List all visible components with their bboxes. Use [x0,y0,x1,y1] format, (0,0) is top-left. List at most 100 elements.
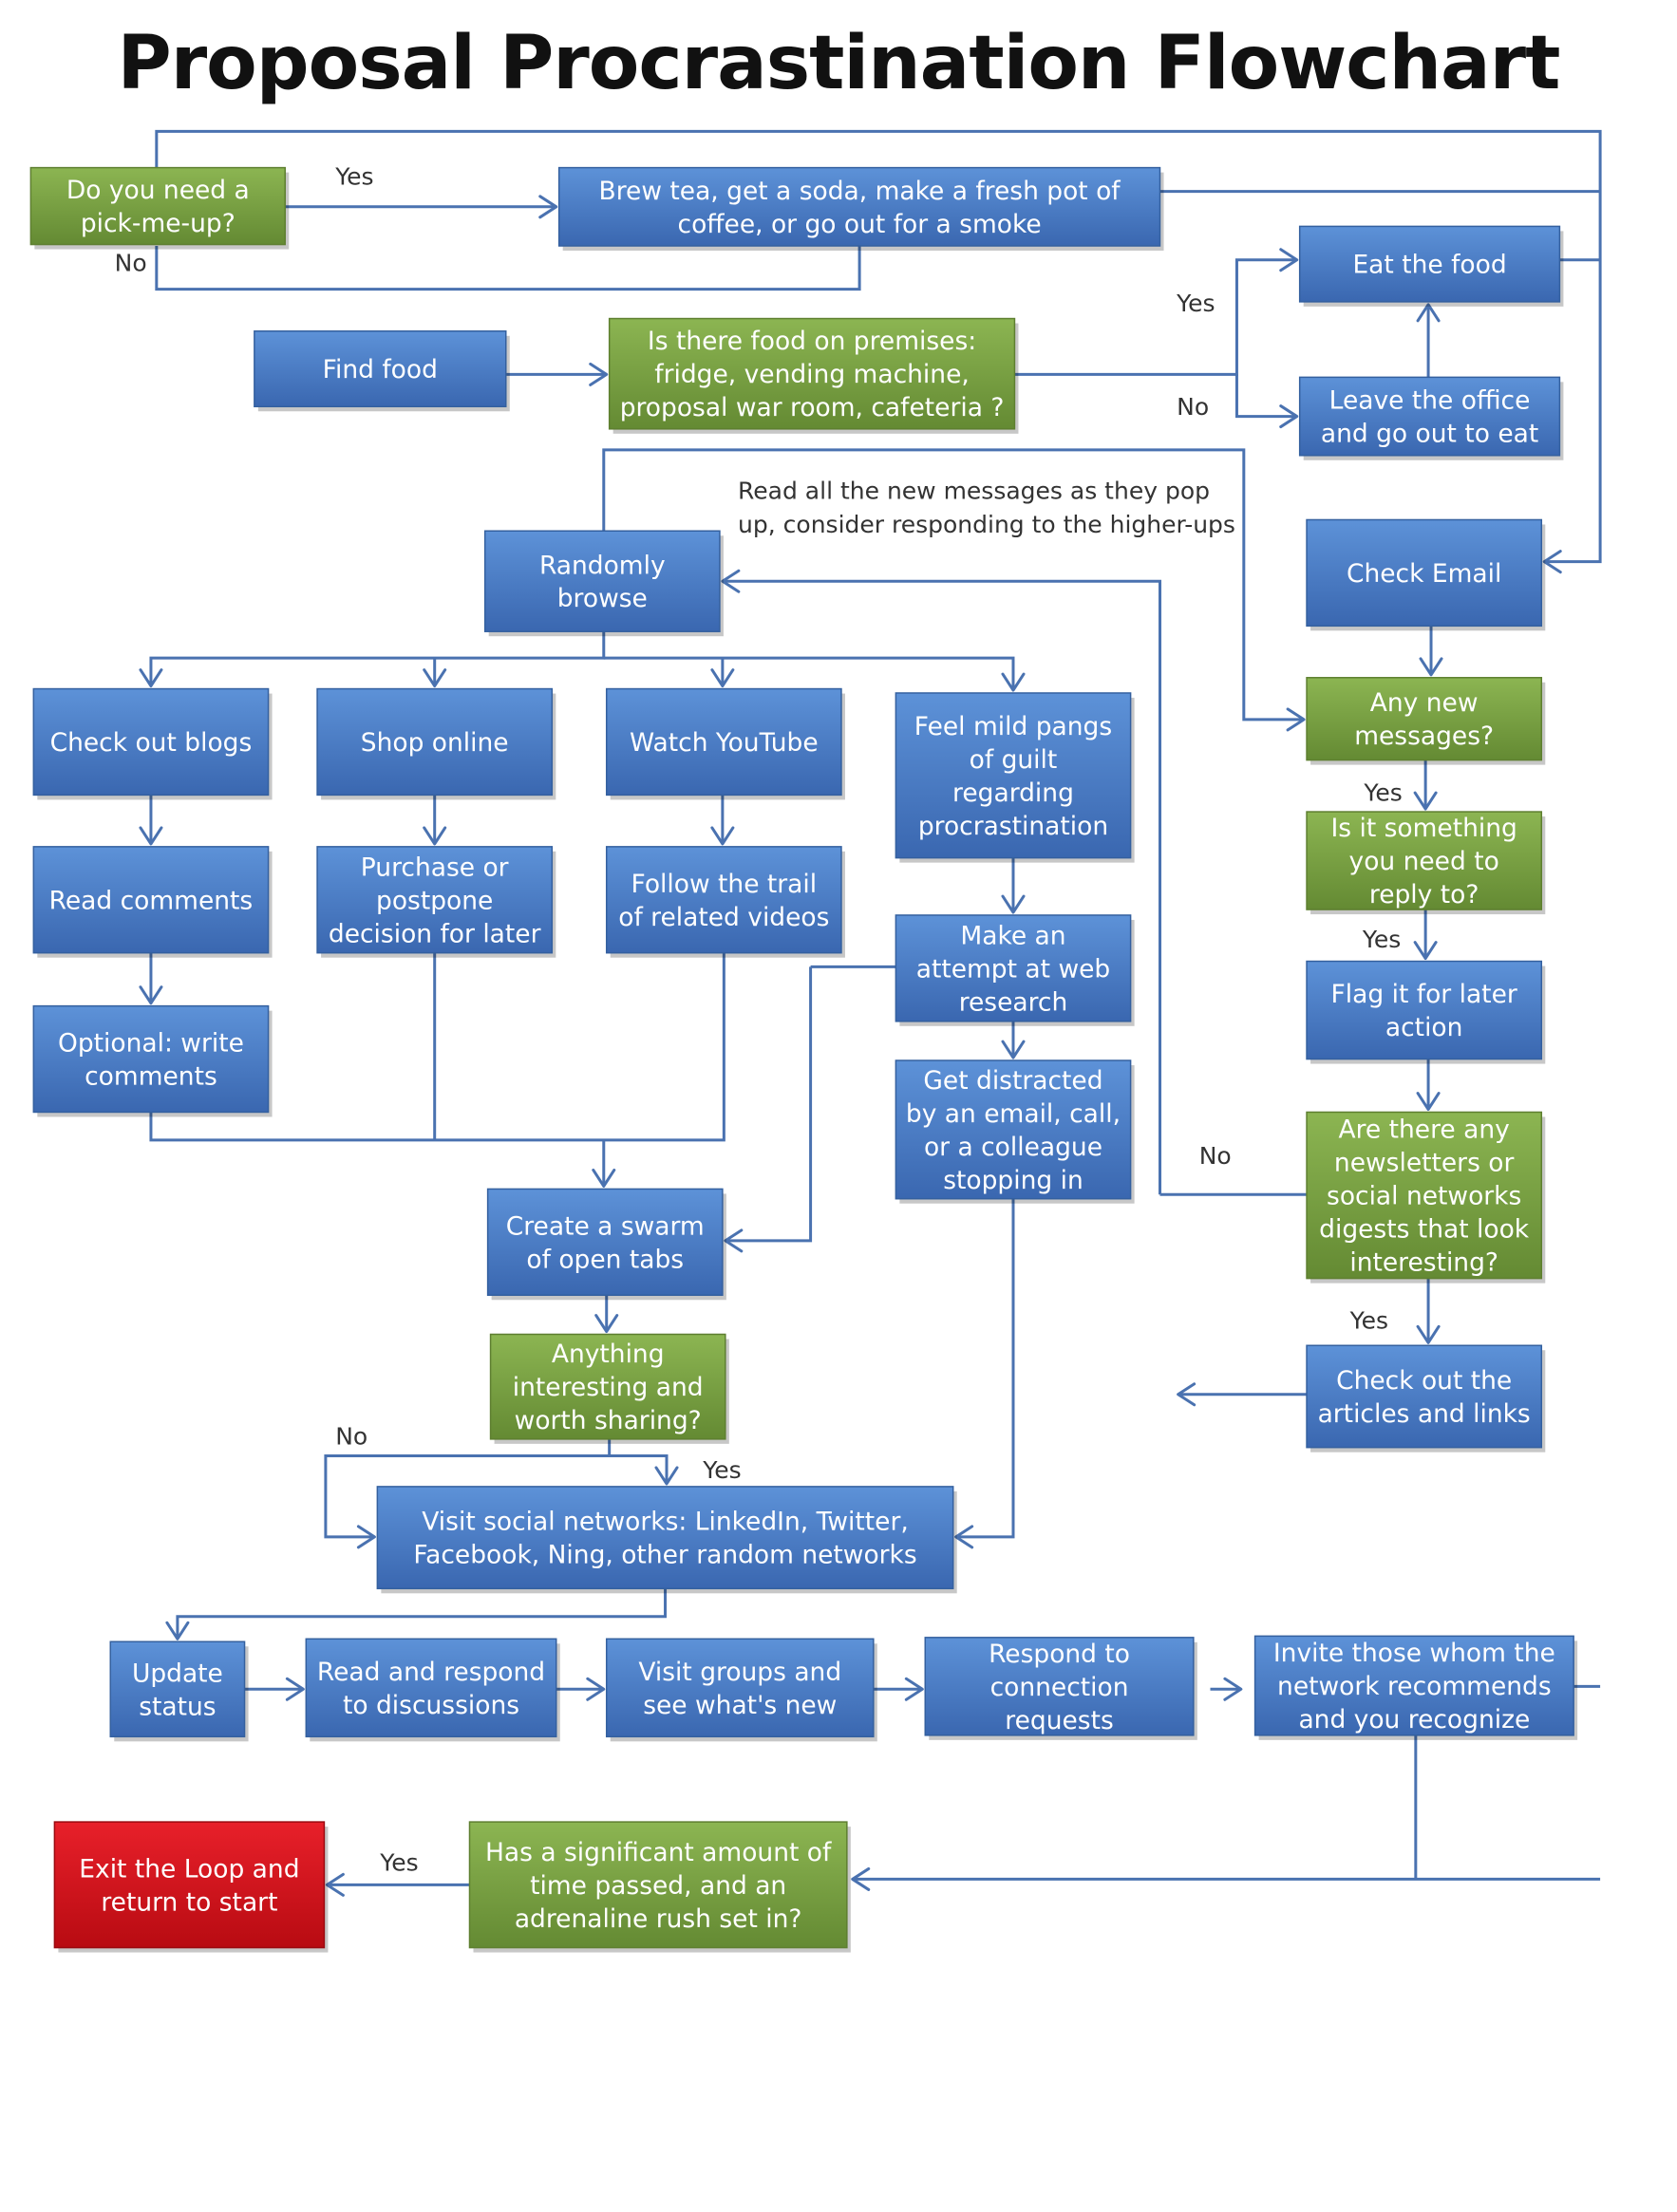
connector [149,952,725,1142]
node-label-line: Brew tea, get a soda, make a fresh pot o… [599,177,1121,206]
node-label-line: Facebook, Ning, other random networks [413,1541,916,1570]
node-label-line: newsletters or [1334,1149,1515,1178]
node-label-line: attempt at web [916,954,1111,984]
connector [1416,303,1441,378]
node-label-line: Create a swarm [506,1211,705,1241]
node-label-line: Check Email [1347,559,1501,589]
arrow-head [724,1228,744,1253]
node-label-line: Read comments [49,886,254,915]
connector [710,795,735,846]
node-box [924,1637,1195,1736]
connector-line [155,246,861,291]
connector [1419,626,1443,677]
node-label-line: Purchase or [361,853,509,882]
connector [724,966,813,1253]
node-label-line: Make an [960,921,1065,950]
node-label-line: status [139,1692,216,1721]
node-box [1306,1344,1543,1449]
page-title: Proposal Procrastination Flowchart [117,21,1561,106]
connector [1416,1059,1441,1112]
arrow-head [538,195,558,219]
node-box [1298,376,1561,457]
node-label-line: Get distracted [923,1066,1102,1096]
node-box [895,914,1132,1022]
node-box [376,1486,954,1590]
node-label-line: fridge, vending machine, [654,360,970,389]
node-check-blogs: Check out blogs [32,687,273,800]
arrow-head [1413,791,1438,811]
connector [1014,248,1299,376]
node-label-line: Read and respond [317,1658,545,1687]
node-label-line: research [959,987,1068,1017]
node-social-networks: Visit social networks: LinkedIn, Twitter… [376,1486,957,1594]
node-box [1306,1111,1543,1280]
arrow-head [904,1677,924,1701]
node-label-line: regarding [952,778,1074,808]
connector-line [176,1588,668,1640]
connector-line [725,966,813,1243]
node-box [32,1004,270,1114]
connector [244,1677,305,1701]
arrow-head [325,1872,345,1897]
connector-line [602,448,1305,722]
node-box [305,1638,557,1738]
connector-line [1234,374,1297,419]
node-box [29,166,286,246]
connector [954,1198,1015,1549]
connector [139,795,163,846]
connector-line [324,1438,612,1539]
arrow-head [1286,707,1306,732]
node-label-line: pick-me-up? [81,209,236,238]
edge-label-no-newsletters: No [1199,1142,1232,1170]
node-label-line: Respond to [989,1640,1130,1669]
node-watch-youtube: Watch YouTube [605,687,845,800]
node-label-line: procrastination [918,812,1108,841]
node-box [1306,960,1543,1060]
node-box [53,1821,326,1949]
node-brew: Brew tea, get a soda, make a fresh pot o… [557,166,1164,252]
node-label-line: to discussions [343,1691,519,1720]
node-read-comments: Read comments [32,846,273,958]
node-update-status: Update status [109,1640,249,1742]
node-label-line: Has a significant amount of [485,1838,832,1867]
connector [603,656,1026,692]
node-box [895,1059,1132,1200]
node-label-line: proposal war room, cafeteria ? [620,393,1005,422]
arrow-head [285,1677,305,1701]
connector [423,658,447,688]
connector-line [149,631,606,686]
edge-label-yes-interesting: Yes [702,1456,741,1484]
node-label-line: Flag it for later [1331,980,1517,1009]
connector [710,658,735,688]
node-box [109,1640,246,1738]
arrow-head [592,1168,616,1188]
arrow-head [586,1677,606,1701]
node-label-line: interesting? [1349,1248,1498,1278]
arrow-head [721,569,741,593]
connector [1210,1677,1243,1701]
node-label-line: of open tabs [526,1245,684,1274]
arrow-head [139,985,163,1005]
node-swarm-tabs: Create a swarm of open tabs [486,1188,726,1301]
connector [325,1872,470,1897]
node-box [1306,518,1543,628]
node-label-line: Randomly [539,551,666,580]
node-label-line: coffee, or go out for a smoke [678,210,1042,239]
node-label-line: see what's new [643,1691,837,1720]
edge-label-no-interesting: No [335,1423,367,1451]
edge-label-yes-time-passed: Yes [379,1849,418,1877]
connector-line [155,129,1602,564]
node-label-line: Update [132,1659,223,1688]
node-box [316,687,554,797]
edge-label-yes-new-messages: Yes [1363,778,1402,806]
connector [721,569,1162,1195]
connector-line [722,579,1162,1195]
node-check-email: Check Email [1306,518,1546,631]
